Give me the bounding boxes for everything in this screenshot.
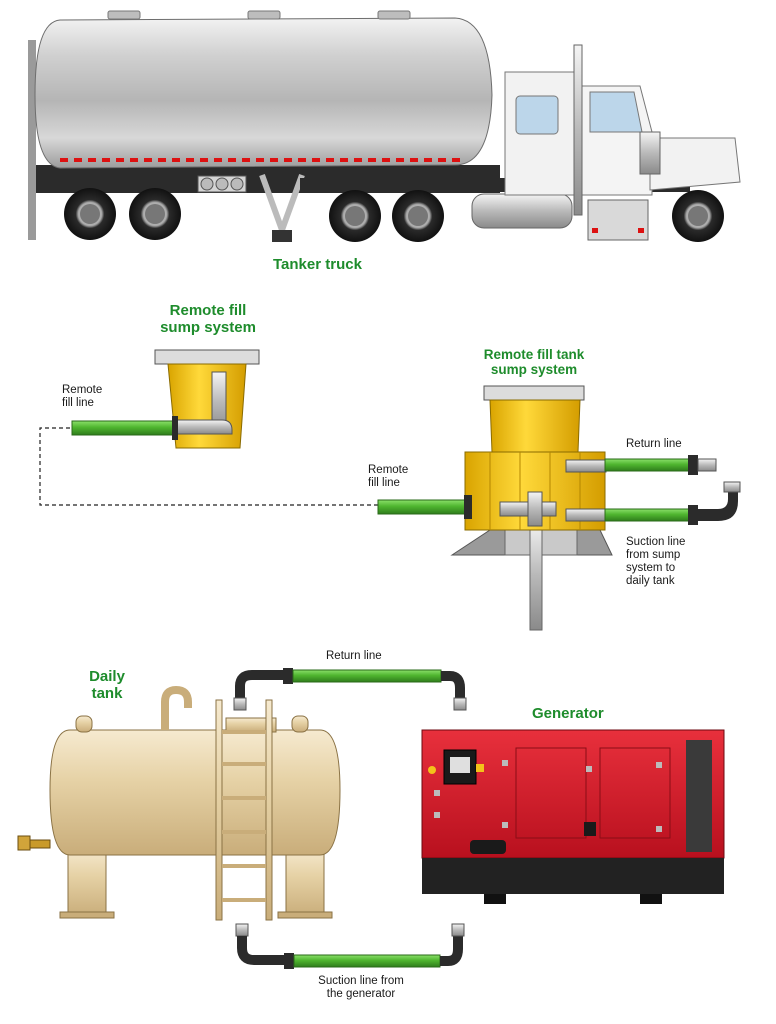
wheel-icon: [392, 190, 444, 242]
manhole-cover: [107, 10, 141, 20]
daily-tank-body: [49, 729, 341, 856]
remote-fill-tank-sump-label-line2: sump system: [490, 362, 578, 377]
wheel-icon: [672, 190, 724, 242]
suction-line-lower: [235, 923, 465, 969]
generator: [421, 729, 725, 904]
wheel-icon: [64, 188, 116, 240]
ladder: [215, 699, 223, 921]
tanker-truck: [28, 10, 741, 242]
sump-lid: [154, 349, 260, 365]
remote-fill-tank-sump-label: Remote fill tank sump system: [474, 347, 594, 377]
manhole-cover: [377, 10, 411, 20]
suction-line-gen-line2: the generator: [326, 988, 396, 1000]
suction-line-sump-line3: system to: [626, 562, 676, 574]
tanker-truck-label: Tanker truck: [273, 256, 362, 273]
generator-base: [422, 858, 724, 894]
suction-line-pipe-lower: [293, 954, 441, 968]
return-line-lower: [233, 668, 467, 711]
suction-line-pipe-upper: [604, 508, 696, 522]
sump-body: [167, 363, 247, 449]
remote-fill-line-left-line2: fill line: [62, 397, 94, 409]
return-line-pipe-upper: [604, 458, 696, 472]
manhole-cover: [247, 10, 281, 20]
suction-line-sump-line2: from sump: [626, 549, 681, 561]
control-panel-icon: [428, 749, 484, 785]
return-line-label-upper: Return line: [626, 438, 682, 450]
generator-label: Generator: [532, 705, 604, 722]
remote-fill-sump-system: [39, 349, 378, 506]
remote-fill-sump-label-line2: sump system: [160, 319, 256, 336]
hood: [649, 137, 741, 191]
valve-icon: [17, 835, 51, 851]
remote-fill-line-left-line1: Remote: [62, 384, 103, 396]
remote-fill-sump-label: Remote fill sump system: [154, 302, 262, 336]
sump-riser-pipe: [529, 519, 543, 631]
daily-tank-label-line1: Daily: [89, 668, 125, 685]
exhaust-stack: [573, 44, 583, 216]
remote-fill-line-mid-line1: Remote: [368, 464, 409, 476]
sump-lid: [483, 385, 585, 401]
remote-fill-pipe-left: [71, 420, 177, 436]
remote-fill-sump-label-line1: Remote fill: [169, 302, 247, 319]
suction-line-sump-label: Suction line from sump system to daily t…: [626, 536, 685, 588]
sump-upper-body: [489, 399, 581, 453]
rear-ladder: [28, 40, 36, 240]
remote-fill-line-label-left: Remote fill line: [62, 384, 102, 410]
suction-line-sump-line4: daily tank: [626, 575, 675, 587]
remote-fill-tank-sump-system: [377, 385, 741, 631]
daily-tank-label: Daily tank: [84, 668, 130, 702]
daily-tank: [17, 685, 341, 921]
windshield: [589, 91, 643, 133]
air-cleaner: [639, 131, 661, 175]
generator-enclosure: [421, 729, 725, 859]
remote-fill-pipe-mid: [377, 499, 469, 515]
suction-line-gen-line1: Suction line from: [318, 975, 404, 987]
wheel-icon: [129, 188, 181, 240]
remote-fill-line-mid-line2: fill line: [368, 477, 400, 489]
return-line-pipe-lower: [292, 669, 442, 683]
suction-line-generator-label: Suction line from the generator: [296, 975, 426, 1001]
return-line-label-lower: Return line: [326, 650, 382, 662]
cab-steps: [587, 199, 649, 241]
daily-tank-label-line2: tank: [91, 685, 123, 702]
tanker-tank: [34, 17, 493, 169]
remote-fill-line-label-mid: Remote fill line: [368, 464, 408, 490]
remote-fill-dashed-connection: [39, 427, 378, 506]
fuel-tank: [471, 193, 573, 229]
suction-line-sump-line1: Suction line: [626, 536, 686, 548]
remote-fill-tank-sump-label-line1: Remote fill tank: [483, 347, 585, 362]
wheel-icon: [329, 190, 381, 242]
